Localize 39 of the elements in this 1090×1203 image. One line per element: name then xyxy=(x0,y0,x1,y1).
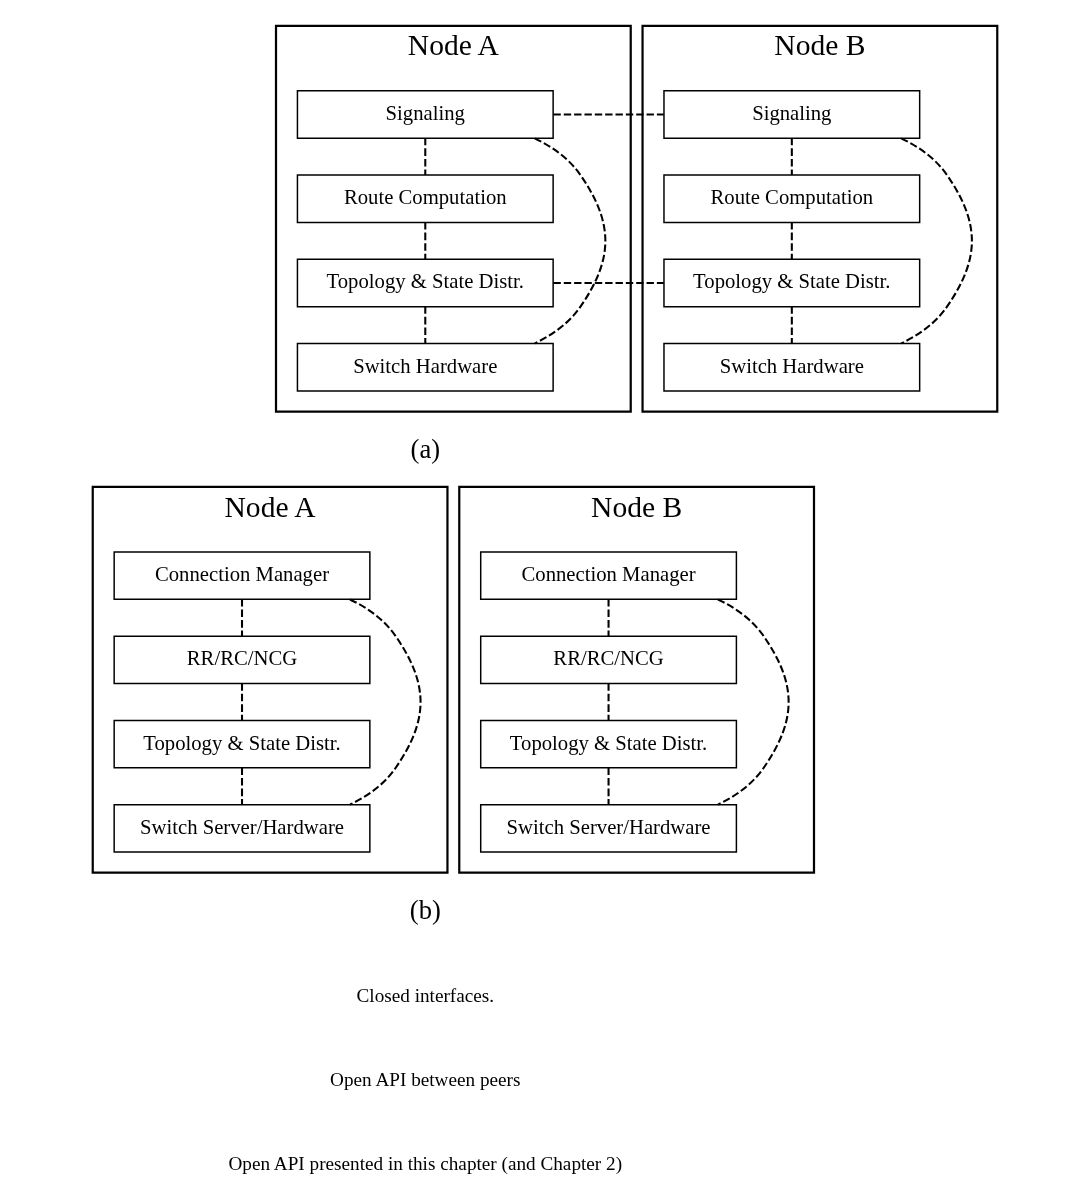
legend-label: Open API between peers xyxy=(330,1069,521,1091)
legend-label: Closed interfaces. xyxy=(356,984,495,1006)
connector xyxy=(349,598,422,806)
node-box: Topology & State Distr. xyxy=(663,258,921,308)
label: (a) xyxy=(410,433,441,464)
node-box: RR/RC/NCG xyxy=(113,635,371,685)
connector xyxy=(553,113,664,116)
connector xyxy=(240,767,244,805)
connector xyxy=(607,683,610,721)
label: (b) xyxy=(409,895,441,926)
connector xyxy=(790,306,793,344)
node-box: Signaling xyxy=(663,90,921,139)
node-box: Route Computation xyxy=(663,174,921,224)
node-box: RR/RC/NCG xyxy=(479,635,738,685)
node-box: Topology & State Distr. xyxy=(296,258,554,308)
node-box: Switch Hardware xyxy=(296,342,554,392)
node-box: Switch Server/Hardware xyxy=(479,804,738,853)
connector xyxy=(607,599,610,637)
connector xyxy=(553,281,664,285)
connector xyxy=(240,599,244,637)
node-box: Switch Hardware xyxy=(663,342,921,392)
node-box: Topology & State Distr. xyxy=(113,719,371,769)
legend-label: Open API presented in this chapter (and Chapter 2) xyxy=(228,1153,623,1175)
node-box: Connection Manager xyxy=(479,551,738,600)
node-box: Connection Manager xyxy=(113,551,371,600)
connector xyxy=(534,137,607,345)
connector xyxy=(424,138,427,176)
connector xyxy=(790,138,793,176)
connector xyxy=(607,767,610,805)
node-box: Switch Server/Hardware xyxy=(113,804,371,853)
connector xyxy=(790,222,793,260)
connector xyxy=(717,598,790,806)
node-box: Topology & State Distr. xyxy=(479,719,738,769)
connector xyxy=(240,683,244,721)
connector xyxy=(900,137,973,345)
node-box: Signaling xyxy=(296,90,554,139)
node-box: Route Computation xyxy=(296,174,554,224)
connector xyxy=(424,306,427,344)
connector xyxy=(424,222,427,260)
